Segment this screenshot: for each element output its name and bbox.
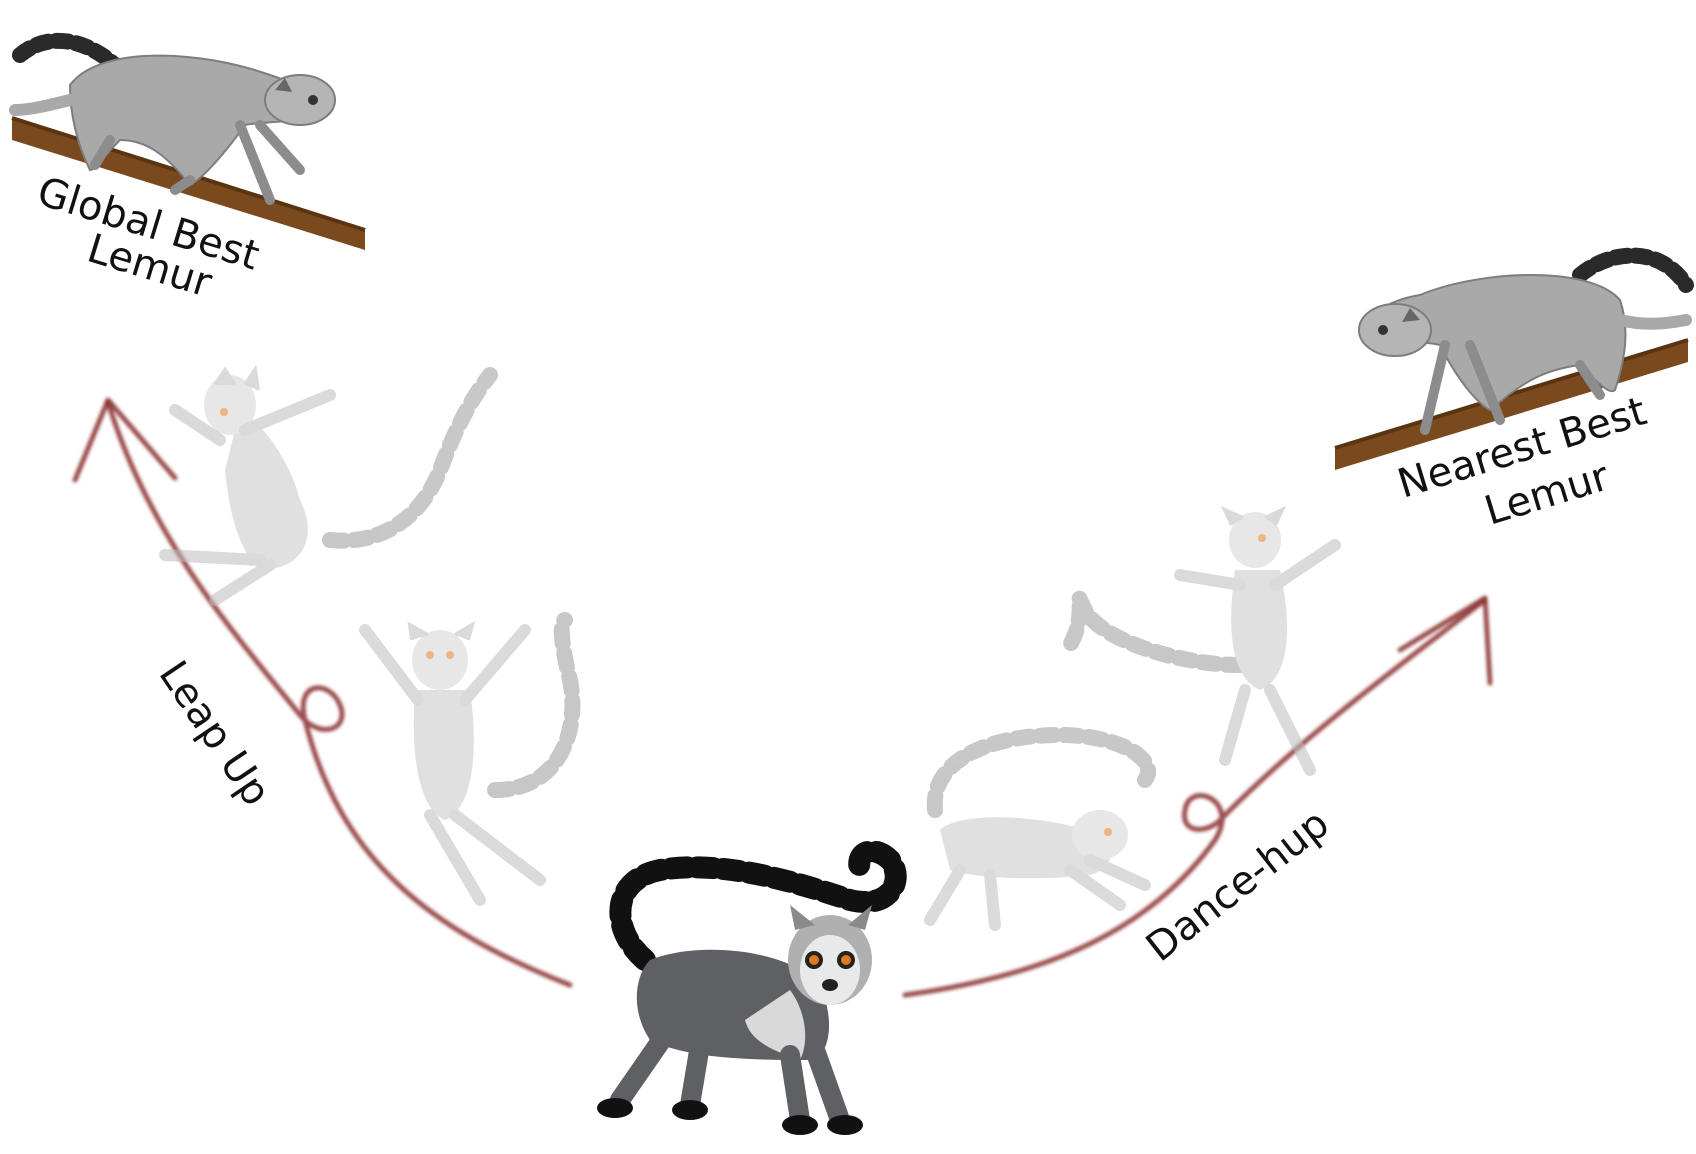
dance-hup-label: Dance-hup — [1138, 801, 1338, 971]
leap-up-arrow-icon — [72, 397, 573, 988]
nearest-best-lemur-icon — [1334, 247, 1694, 470]
global-best-lemur-icon — [9, 32, 366, 250]
main-lemur-icon — [597, 840, 907, 1135]
leap-up-label: Leap Up — [150, 653, 280, 814]
dance-hup-arrow-icon — [902, 595, 1493, 998]
walking-lemur-icon — [924, 726, 1157, 931]
jumping-lemur-icon — [159, 364, 498, 606]
jumping-lemur-icon — [359, 612, 581, 906]
dancing-lemur-icon — [1062, 505, 1341, 776]
